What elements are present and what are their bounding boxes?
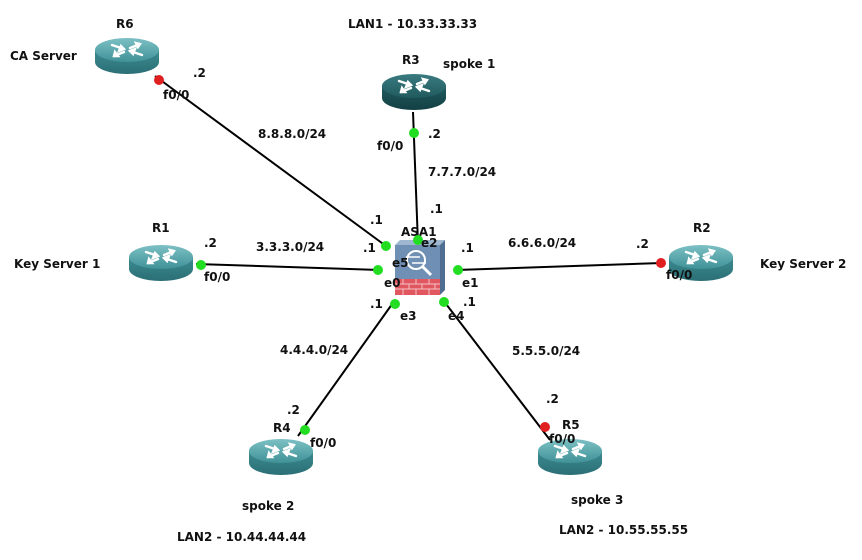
subnet-label: 7.7.7.0/24: [428, 165, 496, 179]
ip-labels: .2 .2 .2 .2 .2 .2 .1 .1 .1 .1 .1 .1: [193, 66, 649, 417]
device-role-r3: spoke 1: [443, 57, 495, 71]
ports: [154, 75, 666, 435]
router-r6[interactable]: R6 CA Server: [10, 17, 160, 76]
interface-label: e1: [462, 276, 479, 290]
port-r1-f0-0[interactable]: [196, 260, 206, 270]
subnet-label: 4.4.4.0/24: [280, 343, 348, 357]
ip-label: .2: [287, 403, 300, 417]
router-r2[interactable]: R2 Key Server 2: [668, 221, 846, 283]
link-r1-asa[interactable]: [195, 263, 381, 271]
device-label-r2: R2: [693, 221, 711, 235]
device-label-asa1: ASA1: [401, 225, 437, 239]
port-asa-e1[interactable]: [453, 265, 463, 275]
port-r2-f0-0[interactable]: [656, 258, 666, 268]
ip-label: .2: [546, 392, 559, 406]
port-r3-f0-0[interactable]: [409, 128, 419, 138]
ip-label: .2: [193, 66, 206, 80]
router-r3[interactable]: R3 spoke 1: [381, 53, 495, 112]
interface-label: e0: [384, 276, 401, 290]
ip-label: .1: [430, 202, 443, 216]
ip-label: .1: [363, 241, 376, 255]
interface-labels: f0/0 f0/0 f0/0 f0/0 f0/0 f0/0 e5 e2 e0 e…: [163, 88, 692, 450]
device-label-r3: R3: [402, 53, 420, 67]
port-r6-f0-0[interactable]: [154, 75, 164, 85]
device-role-r6: CA Server: [10, 49, 77, 63]
ip-label: .2: [428, 127, 441, 141]
link-r5-asa[interactable]: [442, 299, 551, 441]
port-r5-f0-0[interactable]: [540, 422, 550, 432]
device-role-r2: Key Server 2: [760, 257, 846, 271]
interface-label: e4: [448, 309, 465, 323]
link-r2-asa[interactable]: [455, 262, 663, 271]
ip-label: .1: [370, 213, 383, 227]
lan2-r5-title: LAN2 - 10.55.55.55: [559, 523, 688, 537]
subnet-label: 5.5.5.0/24: [512, 344, 580, 358]
link-r4-asa[interactable]: [297, 299, 396, 437]
interface-label: e5: [392, 256, 409, 270]
interface-label: e2: [421, 236, 438, 250]
device-role-r1: Key Server 1: [14, 257, 100, 271]
firewall-asa1[interactable]: ASA1: [395, 225, 445, 295]
router-icon: [94, 36, 160, 76]
link-r6-asa[interactable]: [154, 75, 387, 247]
router-icon: [381, 72, 447, 112]
device-label-r1: R1: [152, 221, 170, 235]
device-label-r6: R6: [116, 17, 134, 31]
router-icon: [248, 437, 314, 477]
subnet-label: 6.6.6.0/24: [508, 236, 576, 250]
interface-label: f0/0: [549, 432, 575, 446]
port-r4-f0-0[interactable]: [300, 425, 310, 435]
lan2-r4-title: LAN2 - 10.44.44.44: [177, 530, 306, 544]
ip-label: .1: [370, 297, 383, 311]
device-role-r5: spoke 3: [571, 493, 623, 507]
interface-label: e3: [400, 309, 417, 323]
ip-label: .2: [204, 236, 217, 250]
interface-label: f0/0: [666, 268, 692, 282]
subnet-label: 8.8.8.0/24: [258, 127, 326, 141]
subnet-label: 3.3.3.0/24: [256, 240, 324, 254]
port-asa-e5[interactable]: [381, 241, 391, 251]
port-asa-e0[interactable]: [373, 265, 383, 275]
device-label-r5: R5: [562, 418, 580, 432]
router-r4[interactable]: R4 spoke 2: [242, 421, 314, 513]
interface-label: f0/0: [310, 436, 336, 450]
interface-label: f0/0: [204, 270, 230, 284]
port-asa-e2[interactable]: [413, 235, 423, 245]
device-role-r4: spoke 2: [242, 499, 294, 513]
lan1-title: LAN1 - 10.33.33.33: [348, 17, 477, 31]
device-label-r4: R4: [273, 421, 291, 435]
router-r5[interactable]: R5 spoke 3: [537, 418, 623, 507]
router-icon: [128, 243, 194, 283]
port-asa-e3[interactable]: [390, 299, 400, 309]
ip-label: .1: [461, 241, 474, 255]
ip-label: .2: [636, 237, 649, 251]
port-asa-e4[interactable]: [439, 297, 449, 307]
ip-label: .1: [463, 295, 476, 309]
firewall-icon: [395, 240, 445, 295]
router-r1[interactable]: R1 Key Server 1: [14, 221, 194, 283]
interface-label: f0/0: [377, 139, 403, 153]
interface-label: f0/0: [163, 88, 189, 102]
subnet-labels: 8.8.8.0/24 7.7.7.0/24 3.3.3.0/24 6.6.6.0…: [256, 127, 580, 358]
